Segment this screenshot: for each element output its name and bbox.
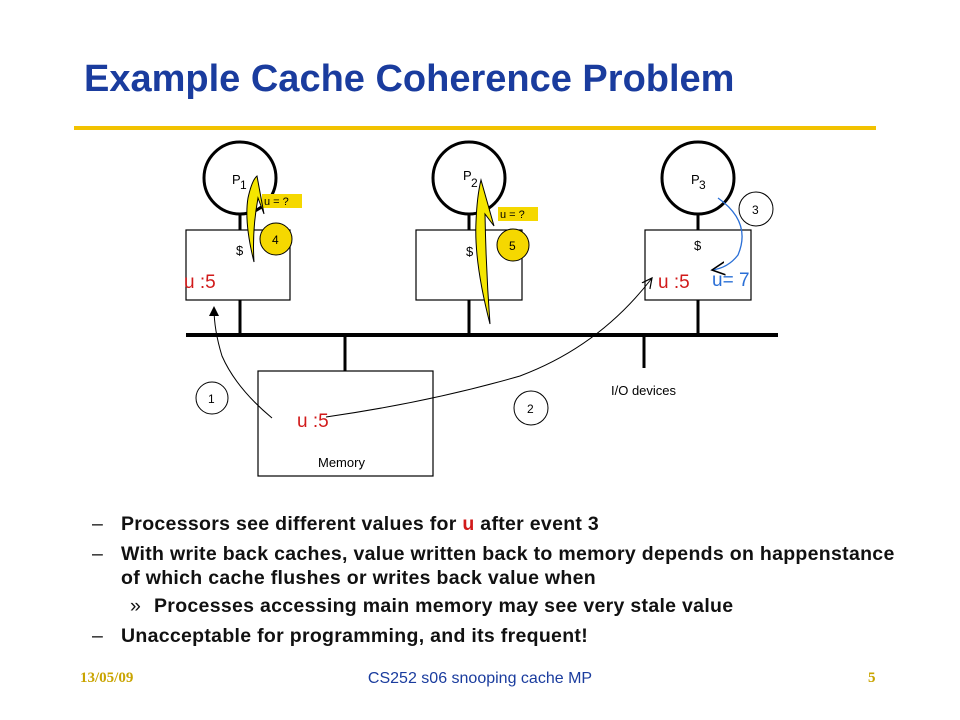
memory-label: Memory (318, 455, 365, 470)
event-2-marker (513, 390, 549, 426)
p2-query-text: u = ? (500, 209, 525, 221)
bullet-2-text: With write back caches, value written ba… (121, 543, 895, 589)
memory-value: u :5 (297, 411, 329, 432)
bullet-2-mark: – (92, 543, 104, 565)
bullet-list: –Processors see different values for u a… (92, 512, 912, 648)
bullet-4-text: Unacceptable for programming, and its fr… (121, 625, 588, 647)
cache-p3-write-value: u= 7 (712, 270, 750, 291)
p2-sub: 2 (471, 176, 478, 190)
cache-p1-label: $ (236, 243, 244, 258)
event-5-marker (496, 228, 530, 262)
event4-read-arrow (246, 175, 265, 263)
page-number: 5 (868, 670, 876, 686)
event-5-label: 5 (509, 239, 516, 253)
p2-query-box (498, 207, 538, 221)
memory-box (257, 370, 434, 477)
bullet-2: –With write back caches, value written b… (92, 542, 912, 590)
cache-p3-label: $ (694, 238, 702, 253)
bullet-1: –Processors see different values for u a… (92, 512, 912, 536)
p3-sub: 3 (699, 178, 706, 192)
event5-read-arrow (475, 178, 495, 325)
p2-label: P (463, 168, 472, 183)
event3-arrow (712, 197, 743, 270)
bullet-3-text: Processes accessing main memory may see … (154, 595, 734, 617)
footer-date: 13/05/09 (80, 670, 134, 686)
bullet-3-mark: » (130, 595, 142, 617)
bullet-1-text-b: after event 3 (474, 513, 600, 535)
event-4-label: 4 (272, 233, 279, 247)
p1-sub: 1 (240, 178, 247, 192)
bullet-1-mark: – (92, 513, 104, 535)
cache-p2-label: $ (466, 244, 474, 259)
title-underline (74, 126, 876, 130)
cache-p3 (644, 229, 752, 301)
slide-title: Example Cache Coherence Problem (84, 58, 735, 100)
event1-arrow (209, 306, 273, 419)
cache-p3-value: u :5 (658, 272, 690, 293)
event-4-marker (259, 222, 293, 256)
bullet-3: » Processes accessing main memory may see… (92, 594, 912, 618)
p1-query-box (262, 194, 302, 208)
bullet-4-mark: – (92, 625, 104, 647)
p1-query-text: u = ? (264, 196, 289, 208)
event-1-marker (195, 381, 229, 415)
p1-label: P (232, 172, 241, 187)
io-devices-label: I/O devices (611, 383, 677, 398)
event-2-label: 2 (527, 402, 534, 416)
p3-label: P (691, 172, 700, 187)
event2-arrow (325, 278, 652, 418)
bullet-4: –Unacceptable for programming, and its f… (92, 624, 912, 648)
event-3-label: 3 (752, 203, 759, 217)
event-1-label: 1 (208, 392, 215, 406)
bullet-1-variable: u (462, 513, 475, 535)
cache-p1-value: u :5 (184, 272, 216, 293)
bullet-1-text-a: Processors see different values for (121, 513, 463, 535)
footer-course: CS252 s06 snooping cache MP (367, 670, 593, 687)
event-3-marker (738, 191, 774, 227)
